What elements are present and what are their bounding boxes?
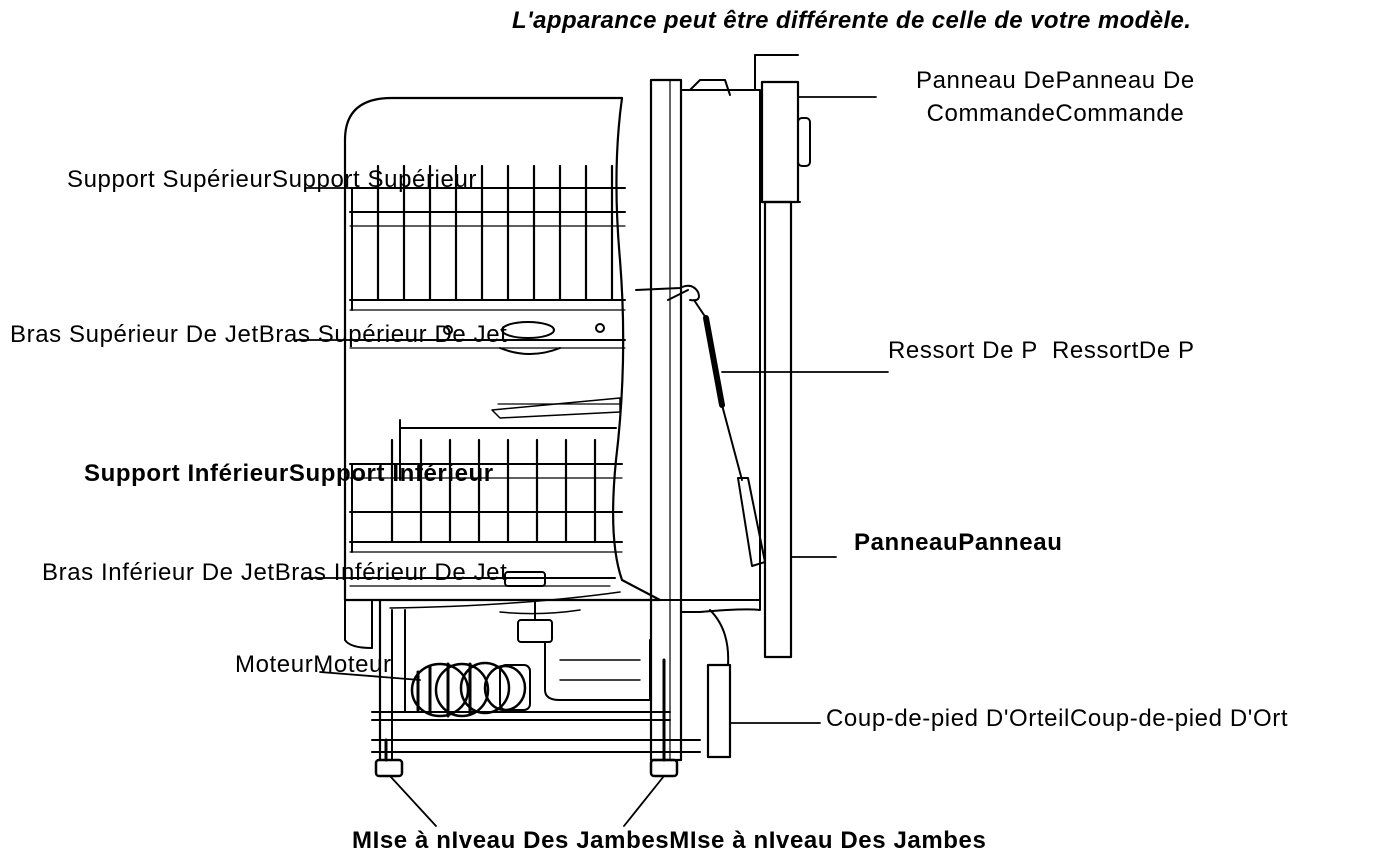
base-frame — [371, 598, 701, 762]
toe-kick — [706, 609, 732, 759]
label-control-panel-line2: CommandeCommande — [926, 100, 1185, 127]
control-panel — [759, 80, 811, 204]
lower-spray-arm — [349, 571, 616, 587]
leader-leg-right — [623, 775, 665, 827]
label-panel: PanneauPanneau — [854, 529, 1063, 556]
leader-motor — [319, 671, 421, 681]
motor — [410, 661, 531, 718]
upper-spray-arm — [349, 321, 626, 355]
label-upper-rack: Support SupérieurSupport Supérieur — [67, 166, 477, 193]
label-door-spring: Ressort De P — [888, 337, 1038, 364]
leader-lines — [295, 96, 889, 827]
upper-rack — [349, 164, 626, 311]
label-upper-spray-arm: Bras Supérieur De JetBras Supérieur De J… — [10, 321, 508, 348]
label-control-panel-line1: Panneau DePanneau De — [916, 67, 1195, 94]
door-panel — [763, 200, 793, 659]
label-lower-rack: Support InférieurSupport Inférieur — [84, 460, 494, 487]
label-door-spring-overlap: RessortDe P — [1052, 337, 1195, 364]
leader-leg-left — [389, 775, 437, 827]
door-frame — [649, 54, 799, 762]
label-toe-kick: Coup-de-pied D'OrteilCoup-de-pied D'Ort — [826, 705, 1289, 732]
label-leveling-legs: MIse à nIveau Des JambesMIse à nIveau De… — [352, 827, 987, 854]
disclaimer-text: L'apparance peut être différente de cell… — [512, 7, 1192, 34]
tub-body — [343, 96, 761, 649]
sump-assembly — [517, 599, 651, 701]
leveling-legs — [374, 658, 679, 778]
label-control-panel: Panneau DePanneau De CommandeCommande — [916, 64, 1195, 130]
lower-rack — [349, 397, 623, 553]
door-spring — [635, 284, 766, 567]
label-motor: MoteurMoteur — [235, 651, 392, 678]
label-lower-spray-arm: Bras Inférieur De JetBras Inférieur De J… — [42, 559, 508, 586]
